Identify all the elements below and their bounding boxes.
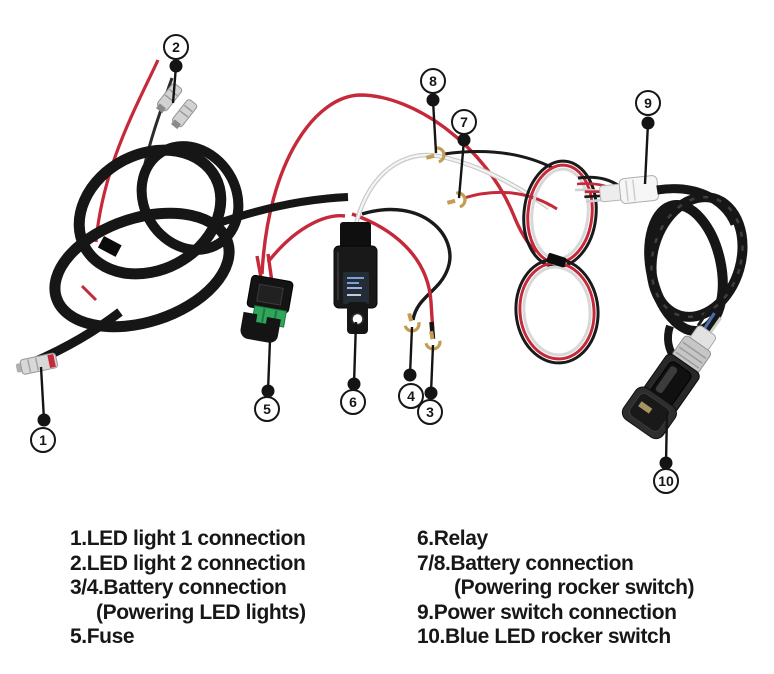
callout-leader-7 bbox=[457, 133, 471, 199]
led-light-1-connector bbox=[15, 352, 59, 375]
legend-column-right: 6.Relay 7/8.Battery connection (Powering… bbox=[417, 527, 695, 650]
callout-8: 8 bbox=[420, 68, 446, 94]
rocker-switch bbox=[621, 306, 723, 440]
fork-terminal-3 bbox=[424, 330, 442, 351]
legend-column-left: 1.LED light 1 connection 2.LED light 2 c… bbox=[70, 527, 306, 650]
legend-item-1: 1.LED light 1 connection bbox=[70, 527, 306, 550]
callout-5: 5 bbox=[254, 396, 280, 422]
led-light-2-connectors bbox=[155, 83, 198, 130]
legend-item-10: 10.Blue LED rocker switch bbox=[417, 625, 671, 648]
rocker-feed-wires bbox=[443, 150, 558, 211]
fork-terminal-8 bbox=[425, 146, 446, 164]
callout-leaders bbox=[37, 59, 673, 470]
power-switch-connector bbox=[584, 175, 660, 204]
callout-4: 4 bbox=[398, 383, 424, 409]
callout-9: 9 bbox=[635, 90, 661, 116]
legend-item-6: 6.Relay bbox=[417, 527, 488, 550]
legend-item-5: 5.Fuse bbox=[70, 625, 135, 648]
fuse-red-wiring bbox=[255, 93, 538, 284]
callout-10: 10 bbox=[653, 468, 679, 494]
switch-wire-bundle bbox=[514, 159, 622, 365]
legend-item-2: 2.LED light 2 connection bbox=[70, 551, 306, 575]
callout-leader-9 bbox=[641, 116, 655, 185]
callout-leader-2 bbox=[169, 59, 183, 104]
legend-item-3-4-note: (Powering LED lights) bbox=[96, 600, 306, 624]
callout-1: 1 bbox=[30, 427, 56, 453]
legend: 1.LED light 1 connection 2.LED light 2 c… bbox=[0, 527, 774, 667]
relay bbox=[333, 222, 378, 334]
relay-mount-hole bbox=[351, 312, 364, 326]
legend-item-7-8-note: (Powering rocker switch) bbox=[454, 576, 695, 599]
callout-leader-5 bbox=[261, 339, 275, 398]
fork-terminal-7 bbox=[446, 191, 467, 209]
fork-terminal-4 bbox=[403, 312, 421, 333]
legend-item-7-8: 7/8.Battery connection bbox=[417, 551, 634, 575]
relay-wiring bbox=[351, 152, 551, 340]
callout-leader-4 bbox=[403, 326, 417, 382]
callout-7: 7 bbox=[451, 109, 477, 135]
callout-leader-10 bbox=[659, 411, 673, 470]
callout-leader-6 bbox=[347, 321, 361, 391]
switch-label-sticker bbox=[638, 401, 653, 414]
fuse-holder bbox=[240, 274, 294, 343]
callout-leader-3 bbox=[424, 344, 438, 400]
callout-6: 6 bbox=[340, 389, 366, 415]
legend-item-9: 9.Power switch connection bbox=[417, 600, 677, 624]
callout-leader-8 bbox=[426, 93, 440, 154]
callout-leader-1 bbox=[37, 366, 51, 427]
callout-2: 2 bbox=[163, 34, 189, 60]
legend-item-3-4: 3/4.Battery connection bbox=[70, 576, 287, 599]
main-harness-coil bbox=[32, 141, 349, 367]
